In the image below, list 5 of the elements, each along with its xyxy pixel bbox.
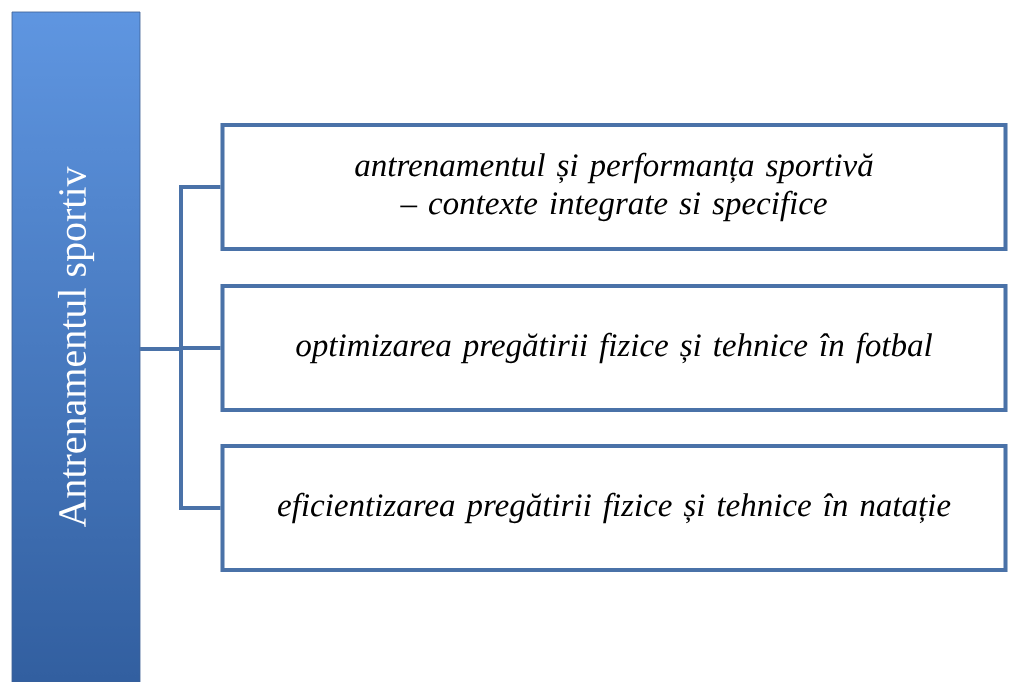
connector-line — [140, 347, 221, 510]
title-bar: Antrenamentul sportiv — [11, 11, 141, 682]
topic-box: antrenamentul și performanța sportivă – contexte integrate si specifice — [220, 123, 1008, 251]
topic-box: optimizarea pregătirii fizice și tehnice în fotbal — [220, 284, 1008, 412]
topic-box: eficientizarea pregătirii fizice și tehnice în natație — [220, 444, 1008, 572]
